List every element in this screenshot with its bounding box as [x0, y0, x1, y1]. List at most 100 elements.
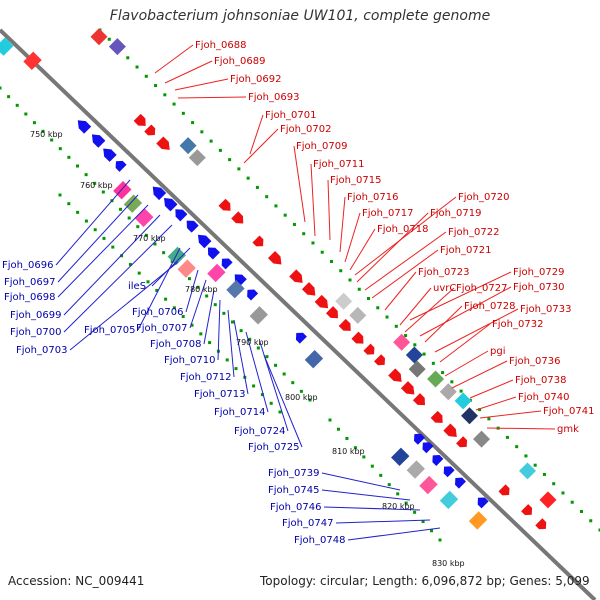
tick-dot	[208, 341, 212, 345]
tick-dot	[404, 501, 408, 505]
gene-feature	[430, 410, 443, 423]
gene-feature	[393, 333, 411, 351]
tick-dot	[387, 483, 391, 487]
forward-gene-label: gmk	[557, 424, 579, 435]
gene-feature	[363, 343, 375, 355]
gene-feature	[405, 346, 423, 364]
gene-feature	[391, 447, 410, 466]
tick-dot	[255, 185, 259, 189]
forward-leader	[404, 287, 455, 333]
forward-gene-label: Fjoh_0692	[230, 74, 281, 85]
tick-dot	[107, 37, 111, 41]
gene-feature	[439, 490, 459, 510]
reverse-leader	[321, 489, 411, 501]
tick-dot	[137, 271, 141, 275]
tick-dot	[515, 445, 519, 449]
forward-gene-label: Fjoh_0738	[515, 375, 566, 386]
scale-label: 780 kbp	[185, 285, 218, 294]
gene-feature	[77, 120, 92, 134]
tick-dot	[237, 167, 241, 171]
forward-gene-label: Fjoh_0721	[440, 245, 491, 256]
reverse-gene-label: Fjoh_0697	[4, 277, 55, 288]
forward-gene-label: Fjoh_0717	[362, 208, 413, 219]
gene-feature	[338, 318, 351, 331]
forward-leader	[399, 287, 432, 326]
tick-dot	[128, 262, 132, 266]
reverse-gene-label: Fjoh_0748	[294, 535, 345, 546]
map-title: Flavobacterium johnsoniae UW101, complet…	[109, 8, 491, 24]
tick-dot	[459, 389, 463, 393]
gene-feature	[468, 511, 488, 530]
gene-feature	[207, 263, 226, 283]
forward-gene-label: Fjoh_0702	[280, 124, 331, 135]
gene-feature	[175, 209, 188, 222]
tick-dot	[353, 446, 357, 450]
tick-dot	[478, 408, 482, 412]
tick-dot	[7, 95, 11, 99]
tick-dot	[308, 398, 312, 402]
reverse-leader	[189, 279, 207, 329]
tick-dot	[153, 242, 157, 246]
forward-leader	[164, 60, 213, 84]
forward-leader	[243, 128, 279, 164]
tick-dot	[93, 181, 97, 185]
reverse-gene-label: Fjoh_0700	[10, 327, 61, 338]
forward-leader	[344, 212, 361, 263]
gene-feature	[133, 113, 146, 126]
forward-leader	[434, 308, 519, 353]
tick-dot	[162, 251, 166, 255]
forward-leader	[327, 179, 331, 241]
tick-dot	[76, 210, 80, 214]
tick-dot	[234, 367, 238, 371]
gene-feature	[144, 124, 156, 136]
reverse-leader	[347, 527, 441, 541]
gene-feature	[207, 247, 220, 260]
reverse-gene-label: Fjoh_0707	[136, 323, 187, 334]
tick-dot	[376, 306, 380, 310]
forward-leader	[479, 410, 542, 419]
tick-dot	[421, 520, 425, 524]
reverse-leader	[69, 261, 179, 351]
tick-dot	[413, 510, 417, 514]
forward-gene-label: Fjoh_0716	[347, 192, 398, 203]
tick-dot	[111, 245, 115, 249]
forward-gene-label: Fjoh_0732	[492, 319, 543, 330]
tick-dot	[561, 491, 565, 495]
tick-dot	[274, 204, 278, 208]
forward-leader	[409, 271, 512, 321]
gene-feature	[156, 136, 170, 150]
tick-dot	[396, 492, 400, 496]
scale-label: 750 kbp	[30, 130, 63, 139]
tick-dot	[256, 346, 260, 350]
forward-gene-label: Fjoh_0693	[248, 92, 299, 103]
forward-leader	[339, 196, 346, 253]
gene-feature	[535, 518, 547, 530]
reverse-gene-label: Fjoh_0714	[214, 407, 265, 418]
forward-gene-label: Fjoh_0719	[430, 208, 481, 219]
gene-feature	[103, 148, 117, 162]
tick-dot	[213, 303, 217, 307]
tick-dot	[32, 121, 36, 125]
gene-feature	[519, 462, 536, 480]
scale-label: 830 kbp	[432, 559, 465, 568]
tick-dot	[144, 233, 148, 237]
tick-dot	[187, 277, 191, 281]
tick-dot	[505, 435, 509, 439]
gene-feature	[443, 423, 457, 437]
gene-feature	[439, 383, 457, 401]
forward-leader	[424, 305, 463, 343]
forward-leader	[177, 96, 247, 99]
forward-leader	[354, 196, 457, 276]
forward-gene-label: Fjoh_0729	[513, 267, 564, 278]
gene-feature	[179, 137, 197, 155]
tick-dot	[228, 158, 232, 162]
tick-dot	[50, 138, 54, 142]
tick-dot	[84, 173, 88, 177]
tick-dot	[164, 297, 168, 301]
tick-dot	[524, 454, 528, 458]
gene-feature	[91, 134, 106, 148]
reverse-gene-label: Fjoh_0696	[2, 260, 53, 271]
tick-dot	[209, 139, 213, 143]
tick-dot	[394, 324, 398, 328]
gene-feature	[221, 258, 233, 270]
